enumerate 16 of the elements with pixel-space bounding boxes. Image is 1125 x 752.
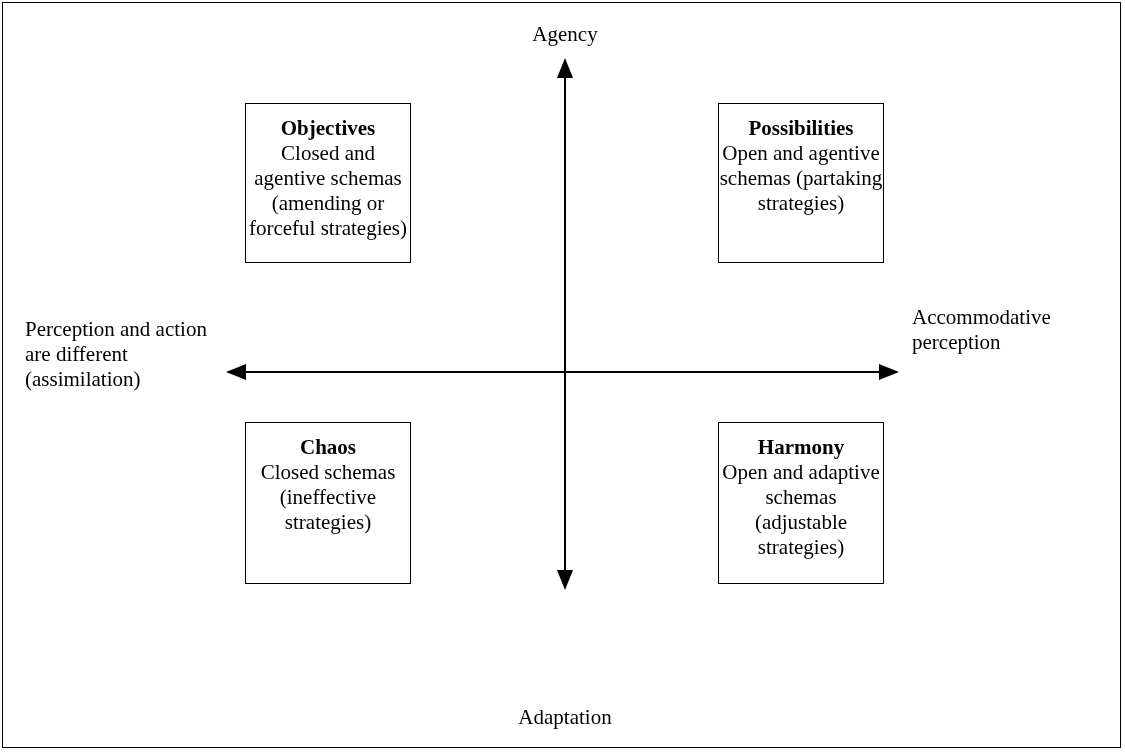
axis-label: Perception and action are different (assimilation) bbox=[25, 317, 208, 392]
box-description: Closed and agentive schemas (amending or forceful strategies) bbox=[248, 141, 408, 241]
axis-label: Agency bbox=[531, 22, 599, 47]
box-description: Open and agentive schemas (partaking strategies) bbox=[719, 141, 883, 216]
box-description: Closed schemas (ineffective strategies) bbox=[259, 460, 397, 535]
box-heading: Objectives bbox=[279, 116, 377, 141]
box-description: Open and adaptive schemas (adjustable strategies) bbox=[721, 460, 881, 560]
quadrant-box bbox=[245, 103, 411, 263]
axis-label: Accommodative perception bbox=[912, 305, 1052, 355]
quadrant-box bbox=[718, 103, 884, 263]
quadrant-box bbox=[245, 422, 411, 584]
axis-label: Adaptation bbox=[517, 705, 613, 730]
quadrant-box bbox=[718, 422, 884, 584]
box-heading: Chaos bbox=[299, 435, 357, 460]
box-heading: Possibilities bbox=[747, 116, 855, 141]
box-heading: Harmony bbox=[756, 435, 846, 460]
